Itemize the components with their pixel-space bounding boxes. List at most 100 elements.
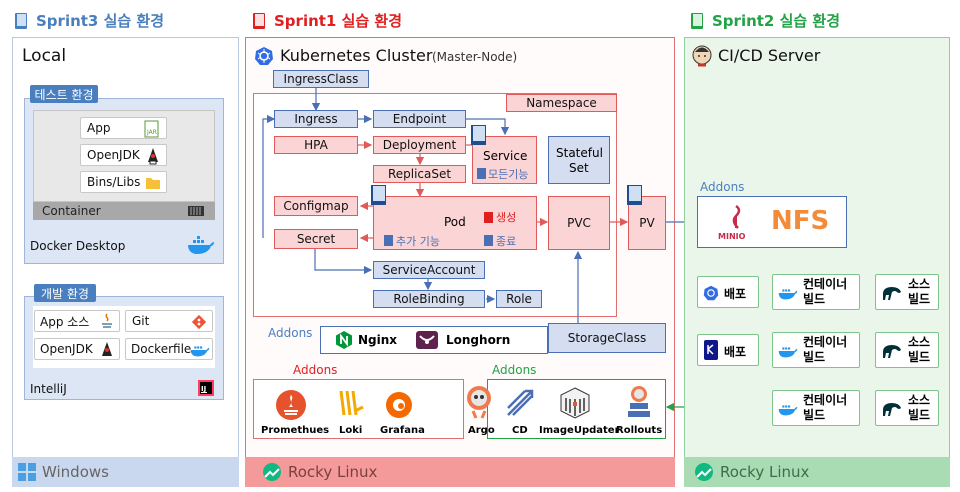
book-icon [484,212,493,223]
argo-label: Argo [468,425,495,436]
pod-create-label: 생성 [496,211,517,224]
service-box: Service 모든기능 [472,136,537,184]
deploy-label-1: 배포 [724,287,747,301]
deploy-box-1: 배포 [697,276,759,308]
book-icon [15,13,27,29]
pod-box: Pod 생성 추가 기능 종료 [373,196,537,250]
cicd-title: CI/CD Server [718,46,821,65]
service-label: Service [483,149,528,163]
svg-text:IJ: IJ [201,385,206,393]
kubernetes-icon [255,47,273,65]
image-updater-label: ImageUpdater [539,425,620,436]
source-build-label-3: 소스 빌드 [908,393,931,422]
deployment-box: Deployment [373,136,466,154]
storage-addons-box [697,196,847,248]
k8s-os-footer [245,457,675,487]
test-env-label: 테스트 환경 [30,85,98,103]
k8s-addons-label-3: Addons [492,363,537,377]
grafana-icon [386,392,412,418]
prometheus-icon [276,390,306,420]
gradle-icon [883,287,901,300]
pvc-box: PVC [548,196,610,250]
prometheus-label: Promethues [261,425,330,436]
namespace-label: Namespace [506,94,617,112]
minio-icon [732,204,741,229]
pv-box: PV [628,196,666,250]
dev-env-label: 개발 환경 [34,284,96,302]
k8s-os-label: Rocky Linux [288,463,378,481]
book-icon [384,235,393,246]
book-icon [477,168,486,179]
docker-icon [190,346,210,357]
ingress-class-box: IngressClass [273,70,369,88]
book-icon [691,13,703,29]
gradle-icon [883,345,901,358]
dockerfile-label: Dockerfile [131,342,192,356]
git-icon [191,314,207,330]
helm-icon [704,340,718,360]
sprint2-header: Sprint2 실습 환경 [690,10,910,32]
docker-icon [778,347,798,358]
app-source-item: App 소스 [34,310,120,332]
bins-libs-item: Bins/Libs [80,171,167,193]
hpa-box: HPA [274,136,358,154]
k8s-addons-label-1: Addons [268,326,313,340]
longhorn-label: Longhorn [446,333,511,347]
service-account-box: ServiceAccount [373,261,485,279]
k8s-title: Kubernetes Cluster [280,46,433,65]
k8s-addons-label-2: Addons [293,363,338,377]
jenkins-icon [692,45,712,67]
container-build-box-1: 컨테이너 빌드 [772,274,860,310]
argo-icon [467,386,491,419]
openjdk-label: OpenJDK [87,148,140,162]
source-build-box-1: 소스 빌드 [875,274,939,310]
cicd-os-label: Rocky Linux [720,463,810,481]
loki-label: Loki [339,425,363,436]
statefulset-box: Stateful Set [548,136,610,184]
container-build-box-3: 컨테이너 빌드 [772,390,860,426]
svg-text:JAR: JAR [146,129,157,136]
container-build-label-3: 컨테이너 빌드 [803,393,848,422]
book-icon [471,125,486,145]
pod-add-label: 추가 기능 [396,235,440,248]
duke-icon [102,342,112,356]
set-label: Set [569,161,589,175]
source-build-label-1: 소스 빌드 [908,277,931,306]
sprint3-title: Sprint3 실습 환경 [36,12,165,30]
source-build-label-2: 소스 빌드 [908,335,931,364]
openjdk-dev-item: OpenJDK [34,338,120,360]
stateful-label: Stateful [556,146,603,160]
container-icon [188,206,204,216]
container-build-box-2: 컨테이너 빌드 [772,332,860,368]
local-title: Local [22,46,67,66]
intellij-icon: IJ [198,380,214,396]
sprint2-title: Sprint2 실습 환경 [712,12,841,30]
deploy-box-2: 배포 [697,334,759,366]
dockerfile-item: Dockerfile [125,338,213,360]
docker-icon [778,289,798,300]
role-binding-box: RoleBinding [373,290,485,308]
book-icon [371,185,386,205]
container-bar [33,202,215,220]
pod-label: Pod [444,215,466,229]
kubernetes-icon [703,285,719,301]
source-build-box-3: 소스 빌드 [875,390,939,426]
java-icon [102,313,112,328]
sprint1-header: Sprint1 실습 환경 [252,10,472,32]
ingress-box: Ingress [274,110,358,128]
docker-icon [778,405,798,416]
windows-icon [18,463,36,481]
configmap-box: Configmap [274,196,358,216]
app-item: App JAR [80,117,167,139]
rollouts-label: Rollouts [616,425,663,436]
rollouts-icon [628,386,650,417]
minio-label: MINIO [718,232,746,241]
intellij-label: IntelliJ [30,382,67,396]
pod-end-label: 종료 [496,235,517,248]
replicaset-box: ReplicaSet [373,165,466,183]
container-build-label-1: 컨테이너 빌드 [803,277,848,306]
windows-label: Windows [42,463,109,481]
longhorn-icon [416,331,438,349]
container-label: Container [42,204,101,218]
git-item: Git [125,310,213,332]
